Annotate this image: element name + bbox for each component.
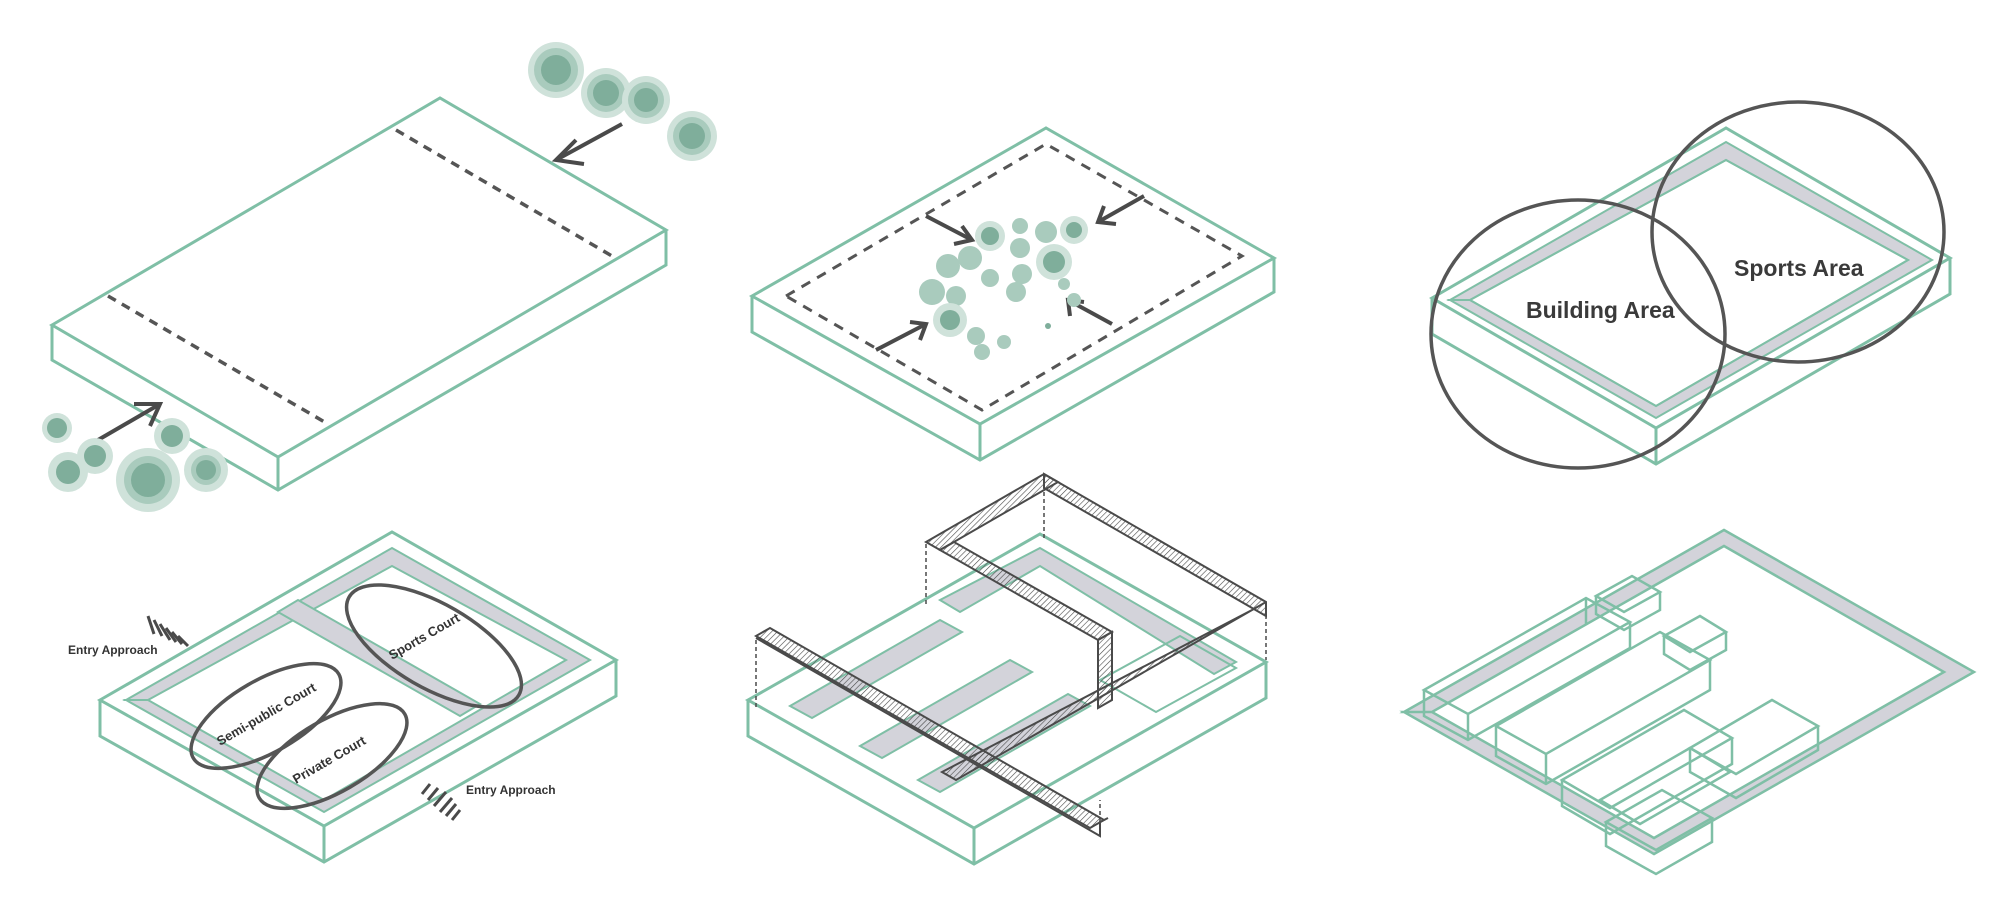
overhead-frame-link [1097,630,1113,710]
tree-icon [1012,218,1028,234]
arrow-icon [875,320,929,352]
building-area-label: Building Area [1526,297,1675,323]
entry-arrow-icon-left [146,615,190,648]
panel-zones: Building Area Sports Area [1429,100,1953,470]
tree-icon [1045,323,1051,329]
inner-court-outline [1467,158,1911,408]
massing-box [1661,614,1729,654]
entry-approach-label-left: Entry Approach [68,643,158,657]
panel-courts: Sports Court Semi-public Court Private C… [68,530,620,864]
panel-building-massing [1399,528,1977,876]
overhead-frame-spine [923,472,1061,552]
sports-court-label: Sports Court [386,610,463,663]
tree-icon [958,246,982,270]
entry-arrow-icon-right [420,783,462,821]
tree-icon [1006,282,1026,302]
tree-icon [936,254,960,278]
tree-icon [919,279,945,305]
private-court-label: Private Court [290,732,369,786]
tree-icon [967,327,985,345]
semi-public-court-label: Semi-public Court [214,679,319,748]
sports-area-ellipse [1650,100,1946,364]
panel-tree-cluster [748,126,1278,462]
tree-cluster-group [919,216,1088,360]
dashed-boundary [783,142,1245,412]
tree-icon [1058,278,1070,290]
tree-icon [946,286,966,306]
arrow-icon [1095,194,1145,226]
panel-site-context [42,42,717,512]
tree-icon [1035,221,1057,243]
overhead-frame-right [1043,472,1267,618]
arrow-icon [925,214,976,246]
tree-group-top [528,42,717,161]
court-outline [1097,634,1239,714]
tree-icon [981,269,999,287]
arrow-icon-incoming-bottom [96,402,164,442]
tree-icon [997,335,1011,349]
massing-boxes [1421,574,1821,876]
building-area-ellipse [1429,198,1727,470]
support-lines [755,478,1267,836]
tree-icon [974,344,990,360]
bar-band [857,658,1035,760]
arrow-icon-incoming-top [551,122,623,166]
private-court-ellipse [255,701,409,811]
sports-court-ellipse [344,583,524,709]
tree-icon [1010,238,1030,258]
entry-approach-label-right: Entry Approach [466,783,556,797]
dashed-boundary-bottom [107,294,329,426]
sports-area-label: Sports Area [1734,255,1864,281]
tree-group-bottom [42,413,228,512]
panel-overhead-frame [744,472,1270,866]
perimeter-band [1399,528,1977,856]
tree-icon [1067,293,1081,307]
tree-icon [1012,264,1032,284]
bar-band [787,618,965,720]
dashed-boundary-top [395,128,613,258]
